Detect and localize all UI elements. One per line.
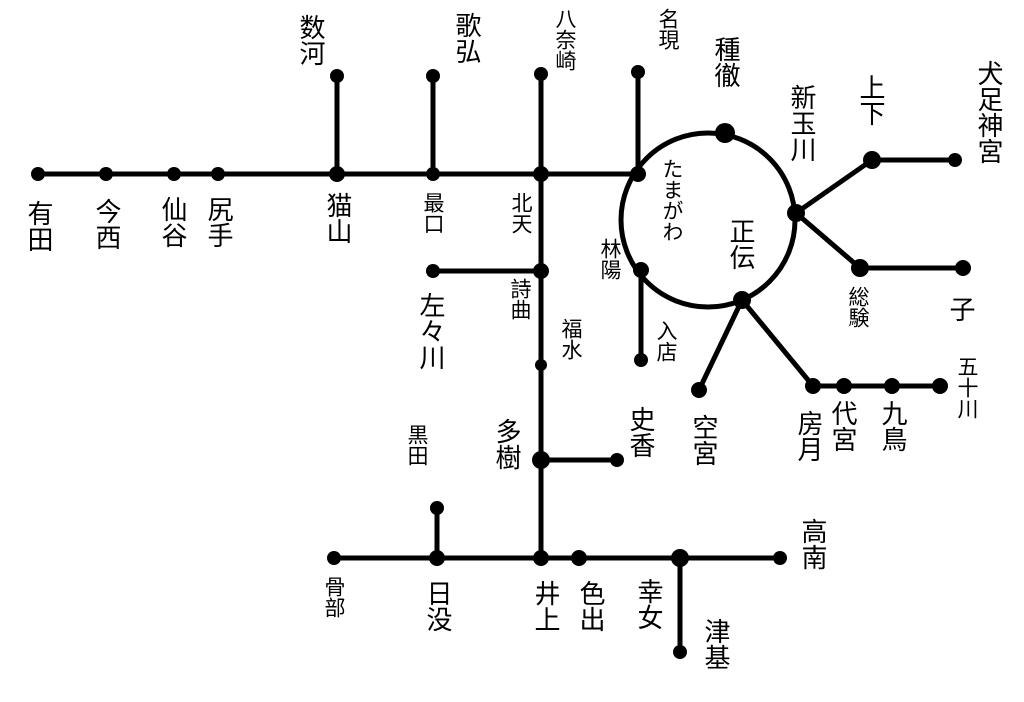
- label-irode: 色出: [575, 580, 605, 632]
- station-shoden[interactable]: [733, 291, 751, 309]
- station-taju[interactable]: [532, 451, 550, 469]
- station-shikyoku[interactable]: [533, 263, 549, 279]
- station-fusatsuki[interactable]: [805, 378, 821, 394]
- station-kamishimo[interactable]: [863, 151, 881, 169]
- station-hibotsu[interactable]: [429, 550, 445, 566]
- label-mogi: 最口: [421, 192, 445, 234]
- label-rinyo: 林陽: [598, 238, 622, 280]
- station-daikan[interactable]: [836, 378, 852, 394]
- station-iue[interactable]: [533, 550, 549, 566]
- label-sukawa: 数河: [295, 14, 325, 66]
- label-tanetetsu: 種徹: [710, 36, 740, 88]
- label-soken: 総験: [846, 286, 870, 328]
- station-labels: 有田 今西 仙谷 尻手 猫山 最口 北天 数河 歌弘 八奈崎 名現 種徹 新玉川…: [23, 8, 1003, 670]
- label-nagen: 名現: [656, 8, 680, 50]
- station-iriten[interactable]: [634, 353, 648, 367]
- station-takaminami[interactable]: [773, 551, 787, 565]
- label-neko-yama: 猫山: [322, 192, 352, 244]
- label-shikou: 史香: [625, 406, 655, 458]
- station-kita-ten[interactable]: [533, 166, 549, 182]
- tamagawa-loop: [618, 130, 798, 310]
- label-tamagawa: たまがわ: [660, 158, 684, 242]
- label-shirite: 尻手: [203, 196, 233, 248]
- label-kuumiya: 空宮: [688, 414, 718, 466]
- station-inuashi-jingu[interactable]: [948, 153, 962, 167]
- station-rinyo[interactable]: [633, 262, 649, 278]
- label-hibotsu: 日没: [422, 580, 452, 632]
- station-nagen[interactable]: [631, 65, 645, 79]
- station-mogi[interactable]: [426, 167, 440, 181]
- label-shikyoku: 詩曲: [508, 278, 532, 320]
- label-kotsubu: 骨部: [322, 576, 346, 618]
- station-yasaki[interactable]: [534, 67, 548, 81]
- label-iriten: 入店: [654, 320, 678, 362]
- label-imanishi: 今西: [91, 198, 121, 250]
- label-sasagawa: 左々川: [415, 292, 445, 370]
- label-gojukawa: 五十川: [955, 356, 979, 419]
- branch-fusatsuki: [739, 297, 816, 389]
- label-arita: 有田: [23, 200, 53, 252]
- station-ring-tamagawa[interactable]: [630, 166, 646, 182]
- station-sukawa[interactable]: [330, 69, 344, 83]
- station-soken[interactable]: [851, 259, 869, 277]
- station-gojukawa[interactable]: [932, 378, 948, 394]
- label-kita-ten: 北天: [509, 192, 533, 234]
- label-iue: 井上: [530, 580, 560, 632]
- station-kotsubu[interactable]: [327, 551, 341, 565]
- label-fukumizu: 福水: [559, 318, 583, 360]
- label-shoden: 正伝: [725, 218, 755, 270]
- station-arita[interactable]: [31, 167, 45, 181]
- label-ko: 子: [945, 296, 975, 322]
- branch-kamishimo: [793, 157, 875, 216]
- label-taju: 多樹: [491, 418, 521, 470]
- label-fusatsuki: 房月: [793, 410, 823, 462]
- label-tsumoto: 津基: [700, 618, 730, 670]
- station-irode[interactable]: [571, 550, 587, 566]
- label-daikan: 代宮: [827, 400, 857, 452]
- station-shikou[interactable]: [610, 453, 624, 467]
- station-neko-yama[interactable]: [329, 166, 345, 182]
- station-kouan[interactable]: [671, 549, 689, 567]
- station-sendani[interactable]: [167, 167, 181, 181]
- station-kuroda[interactable]: [430, 501, 444, 515]
- branch-kuumiya: [696, 297, 745, 393]
- label-kouan: 幸女: [633, 578, 663, 630]
- label-takaminami: 高南: [797, 518, 827, 570]
- station-tanetetsu[interactable]: [715, 123, 735, 143]
- station-kyuchou[interactable]: [884, 378, 900, 394]
- station-kuumiya[interactable]: [691, 382, 707, 398]
- label-shintamagawa: 新玉川: [786, 84, 816, 162]
- station-shintamagawa[interactable]: [787, 204, 805, 222]
- station-kahiro[interactable]: [426, 69, 440, 83]
- label-kamishimo: 上下: [855, 74, 885, 126]
- station-sasagawa[interactable]: [426, 264, 440, 278]
- label-sendani: 仙谷: [157, 196, 187, 248]
- label-kyuchou: 九鳥: [877, 400, 907, 452]
- station-fukumizu[interactable]: [535, 359, 547, 371]
- label-yasaki: 八奈崎: [553, 8, 577, 71]
- station-dots: [31, 65, 971, 659]
- label-inuashi-jingu: 犬足神宮: [973, 60, 1003, 164]
- station-tsumoto[interactable]: [673, 645, 687, 659]
- station-shirite[interactable]: [211, 167, 225, 181]
- branch-soken: [793, 210, 863, 271]
- station-ko[interactable]: [955, 260, 971, 276]
- label-kahiro: 歌弘: [451, 12, 481, 64]
- label-kuroda: 黒田: [405, 424, 429, 466]
- station-imanishi[interactable]: [99, 167, 113, 181]
